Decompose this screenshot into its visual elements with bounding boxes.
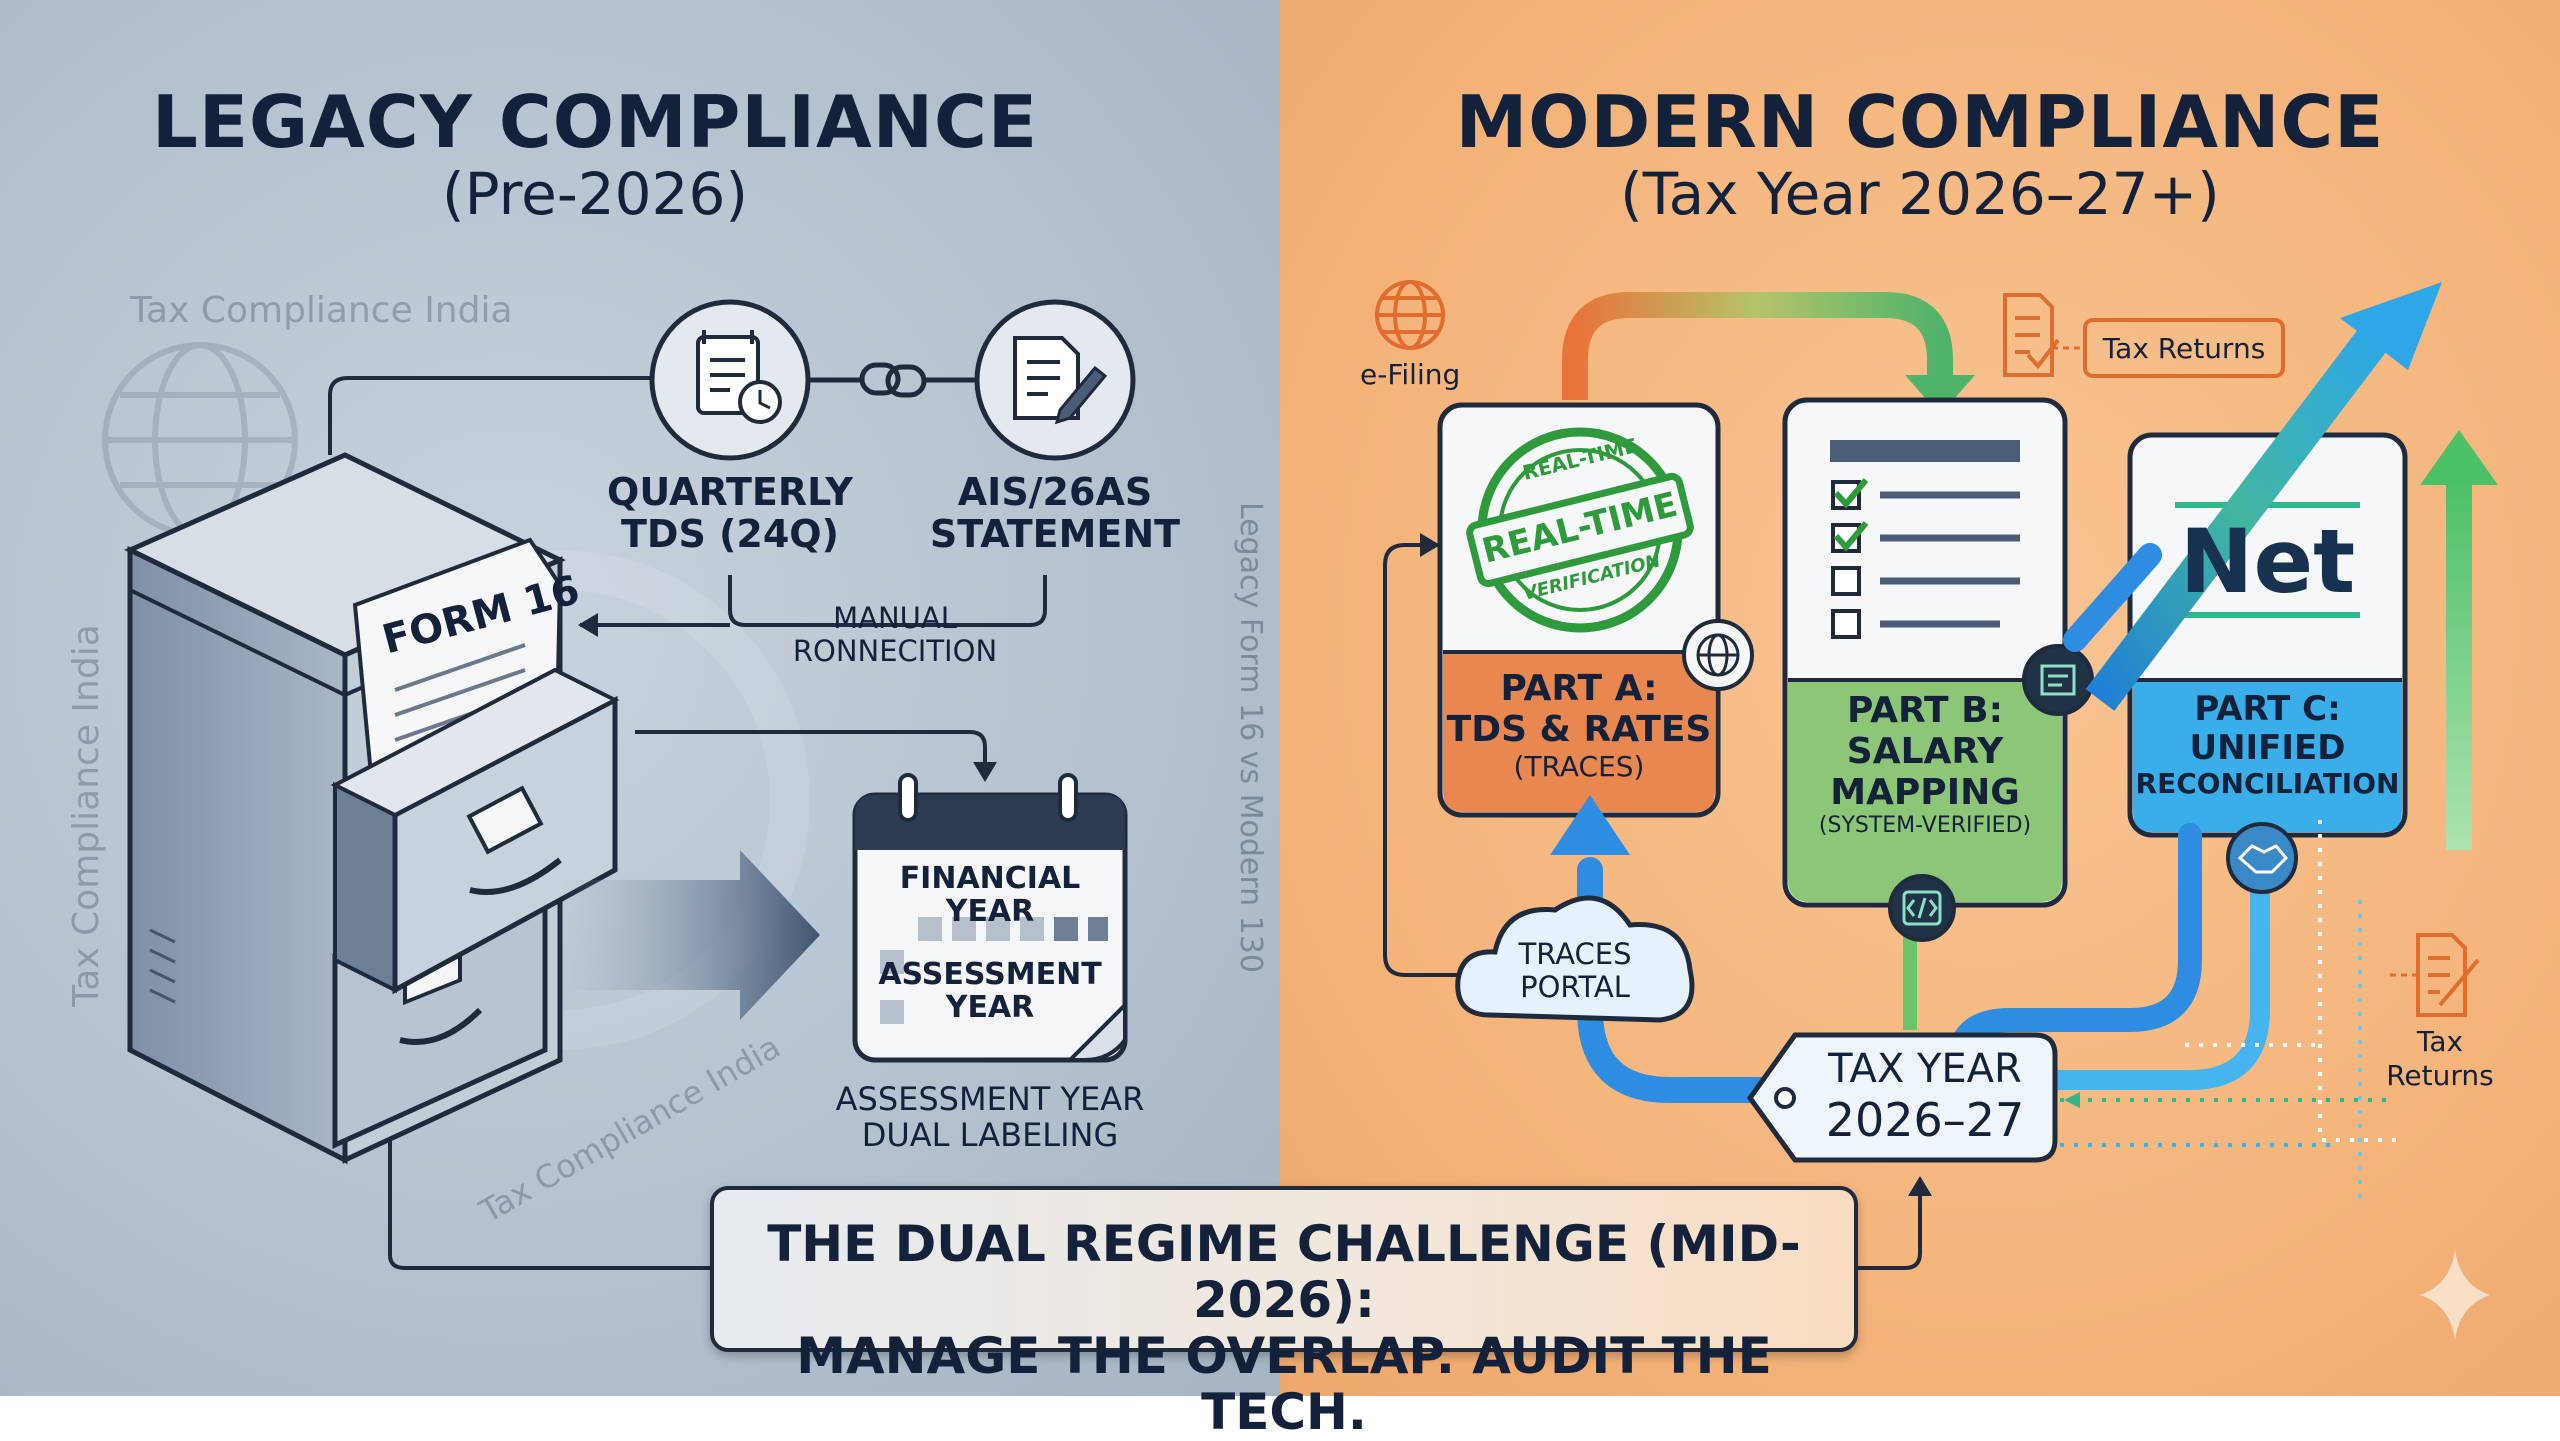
tax-year-line2: 2026–27 — [1825, 1093, 2025, 1147]
part-a-line3: (TRACES) — [1513, 749, 1645, 783]
manual-line2: RONNECITION — [792, 634, 998, 669]
assessment-line2: YEAR — [945, 990, 1035, 1025]
part-a-label: PART A: TDS & RATES (TRACES) — [1443, 668, 1715, 783]
watermark-vertical: Tax Compliance India — [65, 624, 107, 1007]
banner-line2: MANAGE THE OVERLAP. AUDIT THE TECH. — [796, 1327, 1772, 1441]
dual-regime-banner: THE DUAL REGIME CHALLENGE (MID-2026): MA… — [710, 1186, 1858, 1440]
manual-reconciliation-label: MANUAL RONNECITION — [770, 601, 1020, 669]
calendar-arrowhead — [973, 762, 997, 782]
manual-line1: MANUAL — [833, 601, 957, 635]
assessment-line1: ASSESSMENT — [878, 957, 1102, 992]
traces-portal-label: TRACES PORTAL — [1485, 937, 1665, 1005]
tax-returns-top-icon — [2003, 293, 2285, 378]
green-up-arrow-shaft — [2446, 480, 2472, 850]
compliance-diagram — [102, 280, 2498, 1340]
traces-line1: TRACES — [1518, 937, 1632, 971]
quarterly-tds-label: QUARTERLY TDS (24Q) — [600, 470, 860, 556]
tax-returns-top-label: Tax Returns — [2102, 332, 2266, 365]
document-pen-icon — [974, 299, 1136, 461]
feedback-arrowhead — [1420, 533, 1440, 557]
growth-arrow-shaft — [2085, 319, 2395, 711]
modern-title: MODERN COMPLIANCE — [1455, 80, 2385, 164]
legacy-connectors — [328, 376, 1922, 1270]
flow-arc — [1562, 292, 1953, 400]
part-b-terminal-icon — [2022, 644, 2094, 716]
cloud-icon — [1455, 895, 1695, 1023]
flow-arc-arrowhead — [1905, 375, 1975, 415]
banner-line1: THE DUAL REGIME CHALLENGE (MID-2026): — [767, 1215, 1801, 1329]
part-b-label: PART B: SALARY MAPPING (SYSTEM-VERIFIED) — [1788, 690, 2062, 838]
tax-year-arrowhead — [1908, 1176, 1932, 1196]
real-time-stamp — [1466, 427, 1694, 633]
part-c-card — [2127, 432, 2408, 838]
watermark-top: Tax Compliance India — [130, 290, 513, 331]
assessment-year-calendar-label: ASSESSMENT YEAR — [858, 958, 1122, 1024]
tax-year-tag — [1746, 1032, 2058, 1163]
quarterly-line2: TDS (24Q) — [621, 511, 839, 556]
net-label: Net — [2179, 510, 2356, 613]
part-b-line3: MAPPING — [1830, 772, 2020, 814]
feedback-loop — [1383, 543, 1465, 977]
tax-returns-side-line1: Tax — [2416, 1025, 2464, 1058]
tax-year-label: TAX YEAR 2026–27 — [1800, 1045, 2050, 1148]
watermark-right-vertical: Legacy Form 16 vs Modern 130 — [1232, 502, 1268, 973]
financial-year-label: FINANCIAL YEAR — [899, 861, 1081, 929]
part-a-globe-icon — [1682, 619, 1754, 691]
manual-arrowhead — [578, 613, 598, 637]
quarterly-line1: QUARTERLY — [607, 470, 853, 514]
part-b-line1: PART B: — [1847, 690, 2003, 731]
globe-icon — [1375, 280, 1445, 350]
traces-line2: PORTAL — [1520, 970, 1630, 1005]
dual-line1: ASSESSMENT YEAR — [835, 1080, 1145, 1118]
dotted-connectors — [2060, 820, 2400, 1205]
calendar-icon — [852, 773, 1128, 1063]
filing-cabinet-icon — [124, 452, 620, 1165]
chain-link-icon — [808, 362, 975, 398]
dotted-arrowhead — [2064, 1092, 2080, 1108]
part-a-line2: TDS & RATES — [1446, 709, 1712, 751]
part-a-up-arrowhead — [1550, 795, 1630, 855]
banner-text: THE DUAL REGIME CHALLENGE (MID-2026): MA… — [714, 1216, 1854, 1440]
part-c-line3: RECONCILIATION — [2135, 767, 2400, 801]
part-a-line1: PART A: — [1500, 668, 1658, 709]
tax-returns-side-line2: Returns — [2386, 1058, 2494, 1092]
part-b-line4: (SYSTEM-VERIFIED) — [1818, 813, 2032, 839]
dual-line2: DUAL LABELING — [861, 1115, 1119, 1154]
legacy-subtitle: (Pre-2026) — [441, 160, 748, 228]
tax-returns-side-icon — [2416, 933, 2480, 1017]
transition-arrow — [560, 850, 820, 1020]
code-icon — [1888, 874, 1956, 942]
part-c-line1: PART C: — [2194, 689, 2341, 729]
sparkle-icon — [2420, 1250, 2490, 1340]
legacy-title: LEGACY COMPLIANCE — [151, 80, 1039, 164]
part-c-label: PART C: UNIFIED RECONCILIATION — [2133, 689, 2402, 801]
tax-returns-side-label: Tax Returns — [2375, 1025, 2505, 1092]
part-b-line2: SALARY — [1846, 731, 2004, 773]
modern-subtitle: (Tax Year 2026–27+) — [1620, 160, 2220, 228]
dual-labeling-label: ASSESSMENT YEAR DUAL LABELING — [800, 1080, 1180, 1154]
checklist-icon — [1831, 478, 2020, 639]
calendar-clock-icon — [649, 299, 811, 461]
ais-statement-label: AIS/26AS STATEMENT — [920, 470, 1190, 556]
ais-line1: AIS/26AS — [957, 470, 1153, 514]
growth-arrowhead — [2340, 282, 2442, 370]
part-c-line2: UNIFIED — [2189, 728, 2346, 769]
tax-year-line1: TAX YEAR — [1828, 1046, 2022, 1092]
handshake-icon — [2226, 822, 2298, 894]
e-filing-label: e-Filing — [1360, 358, 1461, 391]
green-up-arrowhead — [2420, 430, 2498, 485]
ais-line2: STATEMENT — [929, 511, 1181, 556]
